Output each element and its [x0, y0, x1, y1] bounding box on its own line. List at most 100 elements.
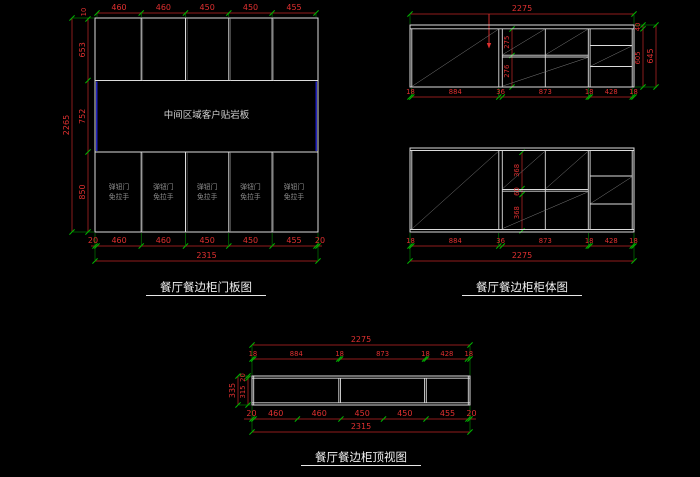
dim-label: 428	[605, 88, 618, 96]
dimension-tick	[251, 416, 257, 422]
dimension-tick	[631, 11, 637, 17]
dim-label: 460	[111, 3, 126, 12]
dimension-tick	[585, 243, 592, 249]
door-label: 弹钮门	[153, 182, 174, 191]
dimension-tick	[408, 94, 415, 100]
dim-label: 368	[513, 164, 521, 177]
dim-label: 460	[156, 236, 171, 245]
dimension-tick	[631, 258, 637, 264]
dimension-tick	[235, 373, 241, 379]
dim-label: 60	[513, 187, 521, 196]
dimension-tick	[138, 10, 145, 16]
dimension-tick	[519, 191, 525, 198]
door-label: 弹钮门	[284, 182, 305, 191]
dim-label: 18	[406, 88, 415, 96]
drawing-title: 餐厅餐边柜门板图	[160, 280, 252, 294]
dim-label: 2275	[351, 335, 371, 344]
door-panel-drawing: 中间区域客户贴岩板 弹钮门 免拉手 弹钮门 免拉手 弹钮门 免拉手 弹钮门 免拉…	[62, 3, 325, 296]
dimension-tick	[407, 258, 413, 264]
dimension-tick	[249, 342, 255, 348]
cabinet-body-upper-drawing: 2275 40 605 645 275 276 18 884 36 873 18…	[406, 4, 655, 96]
dim-label: 455	[286, 236, 301, 245]
dimension-tick	[467, 429, 473, 435]
dimension-tick	[92, 258, 98, 264]
dim-label: 20	[88, 236, 98, 245]
dim-label: 2315	[196, 251, 216, 260]
dim-label: 335	[228, 383, 237, 398]
dimension-tick	[337, 356, 344, 362]
dim-label: 18	[464, 350, 473, 358]
dim-label: 315	[239, 386, 247, 399]
top-view-outline	[251, 375, 471, 406]
door-panel-dividers	[95, 18, 318, 232]
dimension-tick	[380, 416, 387, 422]
dimension-tick	[423, 356, 430, 362]
dim-label: 450	[243, 3, 258, 12]
dim-label: 40	[634, 23, 642, 32]
dimension-tick	[629, 94, 636, 100]
dimension-tick	[467, 342, 473, 348]
dimension-tick	[337, 416, 344, 422]
dim-label: 2265	[62, 115, 71, 135]
dimension-tick	[235, 402, 241, 408]
dim-label: 884	[449, 237, 462, 245]
dim-label: 18	[629, 237, 638, 245]
dimension-tick	[69, 229, 75, 235]
dimension-tick	[138, 243, 145, 249]
door-label: 弹钮门	[109, 182, 130, 191]
panel-diagonals	[412, 151, 632, 229]
dim-label: 450	[243, 236, 258, 245]
dim-label: 20	[239, 373, 247, 382]
dim-label: 850	[78, 184, 87, 199]
dimension-tick	[269, 243, 276, 249]
dimension-tick	[94, 243, 100, 249]
dimension-tick	[85, 16, 91, 22]
dimension-tick	[294, 416, 301, 422]
dim-label: 18	[335, 350, 344, 358]
dimension-tick	[315, 258, 321, 264]
dim-label: 2315	[351, 422, 371, 431]
cabinet-body-lower-drawing: 368 60 368 18 884 36 873 18 428 18 2275 …	[406, 147, 638, 296]
dimension-tick	[421, 356, 428, 362]
dimension-layer	[69, 10, 659, 435]
door-gap-lines	[142, 18, 274, 232]
dimension-tick	[225, 243, 232, 249]
drawing-title: 餐厅餐边柜柜体图	[476, 280, 568, 294]
dimension-tick	[587, 94, 594, 100]
dim-label: 428	[440, 350, 453, 358]
dim-label: 460	[268, 409, 283, 418]
dimension-tick	[465, 416, 471, 422]
dimension-tick	[249, 429, 255, 435]
dim-label: 460	[312, 409, 327, 418]
dim-label: 455	[286, 3, 301, 12]
dimension-tick	[499, 94, 506, 100]
door-label: 弹钮门	[197, 182, 218, 191]
dimension-tick	[585, 94, 592, 100]
dim-label: 368	[513, 206, 521, 219]
dimension-tick	[313, 243, 319, 249]
dimension-tick	[85, 149, 91, 155]
dimension-tick	[631, 94, 637, 100]
dim-label: 275	[503, 36, 511, 49]
dimension-tick	[85, 77, 91, 84]
dim-label: 884	[290, 350, 303, 358]
top-view-dividers	[252, 376, 470, 405]
dimension-tick	[495, 243, 502, 249]
upper-body-dividers	[410, 28, 634, 87]
dimension-tick	[225, 10, 232, 16]
dim-label: 873	[539, 237, 552, 245]
dim-label: 653	[78, 42, 87, 57]
dimension-tick	[335, 356, 342, 362]
dimension-tick	[519, 185, 525, 192]
door-labels: 弹钮门 免拉手 弹钮门 免拉手 弹钮门 免拉手 弹钮门 免拉手 弹钮门 免拉手	[109, 182, 305, 201]
stone-panel-edge-lines	[96, 81, 317, 151]
dim-label: 36	[496, 88, 505, 96]
dim-label: 450	[397, 409, 412, 418]
dim-label: 2275	[512, 251, 532, 260]
lower-body-dividers	[410, 150, 634, 230]
dim-label: 460	[156, 3, 171, 12]
dim-label: 460	[111, 236, 126, 245]
dim-label: 20	[246, 409, 256, 418]
dimension-tick	[69, 15, 75, 21]
